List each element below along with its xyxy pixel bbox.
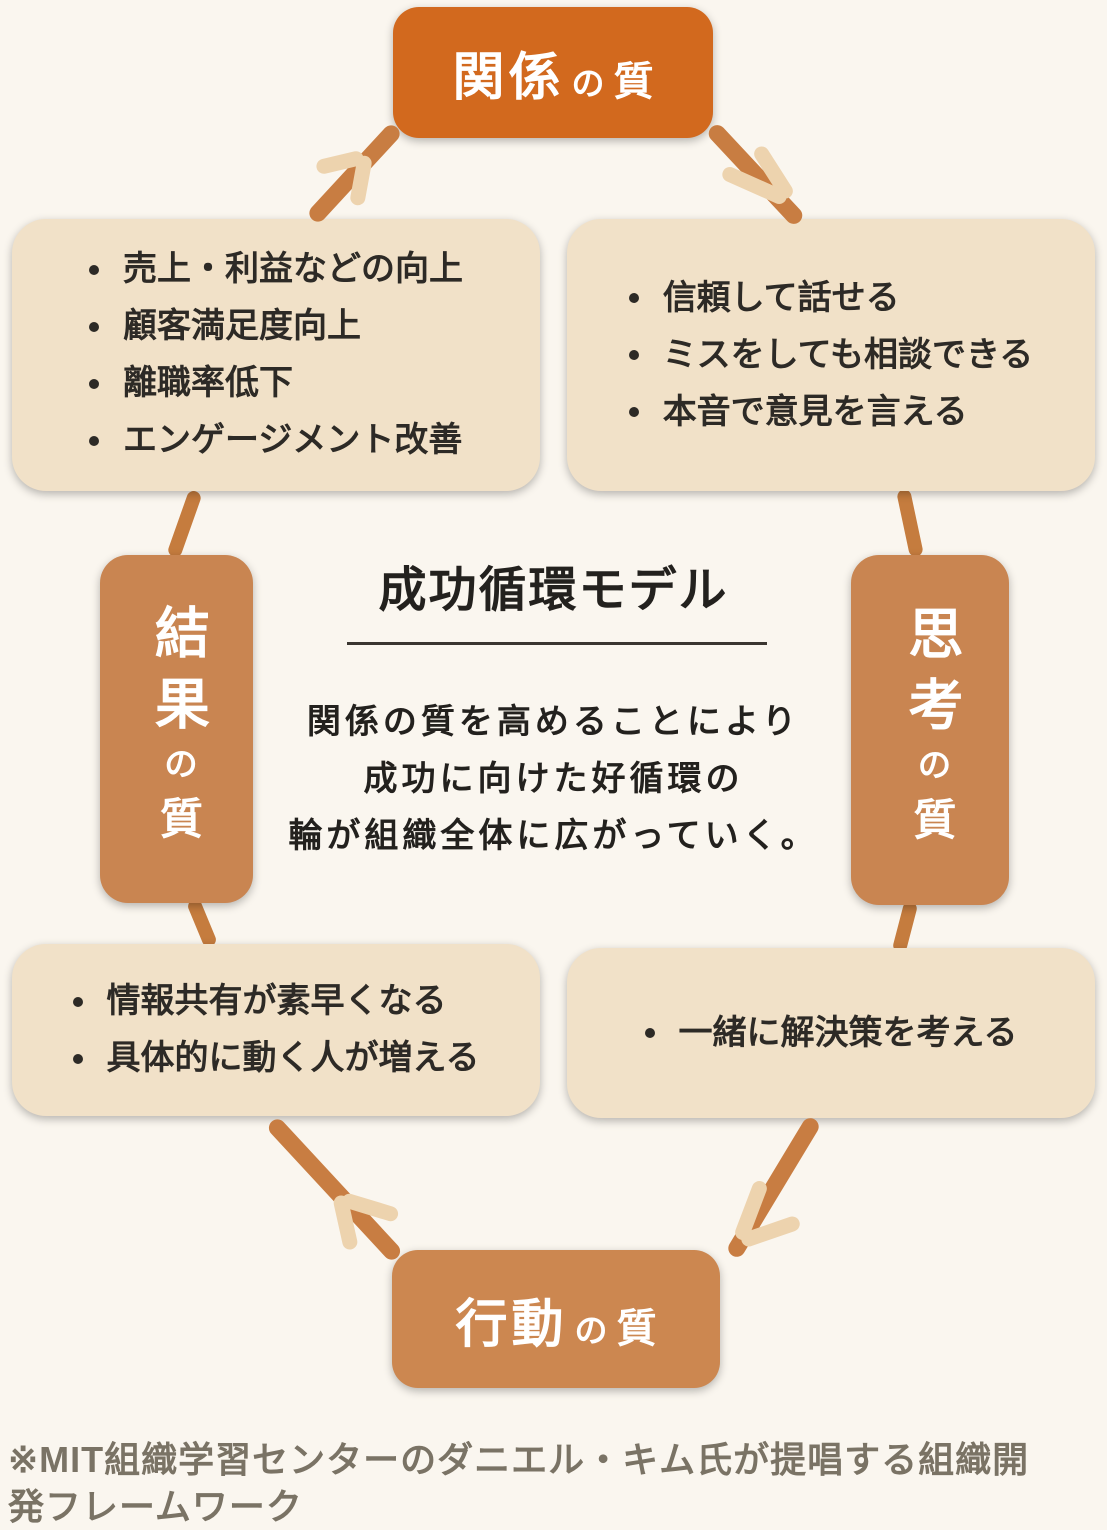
node-relation-main: 関係	[452, 49, 565, 107]
list-item: 本音で意見を言える	[629, 384, 1034, 441]
list-item: ミスをしても相談できる	[629, 327, 1034, 384]
node-result-label: 結果の質	[146, 603, 209, 855]
list-item: 顧客満足度向上	[89, 298, 463, 355]
thought-effects-list: 一緒に解決策を考える	[645, 1005, 1018, 1062]
panel-result-effects: 売上・利益などの向上 顧客満足度向上 離職率低下 エンゲージメント改善	[12, 219, 540, 491]
node-relation-label: 関係 の 質	[452, 35, 653, 110]
node-result-particle: の	[158, 745, 197, 796]
connector-thought-panel-top	[896, 488, 924, 558]
list-item: 信頼して話せる	[629, 270, 1034, 327]
node-relation-suffix: 質	[613, 60, 654, 104]
diagram-description: 関係の質を高めることにより 成功に向けた好循環の 輪が組織全体に広がっていく。	[0, 694, 1107, 865]
list-item: 一緒に解決策を考える	[645, 1005, 1018, 1062]
node-result-quality: 結果の質	[100, 555, 253, 903]
node-action-quality: 行動 の 質	[392, 1250, 720, 1388]
list-item: 具体的に動く人が増える	[73, 1030, 480, 1087]
footnote-attribution: ※MIT組織学習センターのダニエル・キム氏が提唱する組織開 発フレームワーク	[8, 1436, 1029, 1530]
panel-relation-effects: 信頼して話せる ミスをしても相談できる 本音で意見を言える	[567, 219, 1095, 491]
node-action-particle: の	[574, 1311, 608, 1349]
node-action-suffix: 質	[616, 1306, 657, 1351]
footnote-line: 発フレームワーク	[8, 1486, 303, 1527]
list-item: 売上・利益などの向上	[89, 241, 463, 298]
connector-result-panel-top	[166, 489, 203, 559]
description-line: 関係の質を高めることにより	[306, 703, 801, 741]
connector-thought-panel-bottom	[891, 900, 919, 954]
list-item: 情報共有が素早くなる	[73, 973, 480, 1030]
node-thought-main: 思考	[899, 604, 962, 747]
node-relation-quality: 関係 の 質	[393, 7, 713, 138]
action-effects-list: 情報共有が素早くなる 具体的に動く人が増える	[73, 973, 480, 1087]
node-action-main: 行動	[455, 1295, 568, 1354]
panel-action-effects: 情報共有が素早くなる 具体的に動く人が増える	[12, 944, 540, 1116]
arrow-shaft	[705, 121, 806, 228]
node-thought-particle: の	[911, 746, 950, 797]
result-effects-list: 売上・利益などの向上 顧客満足度向上 離職率低下 エンゲージメント改善	[89, 241, 463, 469]
node-thought-suffix: 質	[906, 796, 955, 856]
relation-effects-list: 信頼して話せる ミスをしても相談できる 本音で意見を言える	[629, 270, 1034, 441]
panel-thought-effects: 一緒に解決策を考える	[567, 948, 1095, 1118]
node-result-main: 結果	[146, 603, 209, 746]
diagram-title: 成功循環モデル	[378, 564, 729, 617]
node-thought-quality: 思考の質	[851, 555, 1009, 905]
node-relation-particle: の	[571, 65, 605, 102]
node-action-label: 行動 の 質	[455, 1282, 656, 1357]
node-thought-label: 思考の質	[899, 604, 962, 856]
description-line: 成功に向けた好循環の	[363, 760, 744, 798]
footnote-line: ※MIT組織学習センターのダニエル・キム氏が提唱する組織開	[8, 1439, 1030, 1480]
connector-result-panel-bottom	[185, 897, 219, 949]
title-divider	[347, 642, 767, 645]
list-item: エンゲージメント改善	[89, 412, 463, 469]
list-item: 離職率低下	[89, 355, 463, 412]
description-line: 輪が組織全体に広がっていく。	[288, 817, 819, 855]
arrow-shaft	[265, 1115, 404, 1264]
node-result-suffix: 質	[153, 795, 202, 855]
